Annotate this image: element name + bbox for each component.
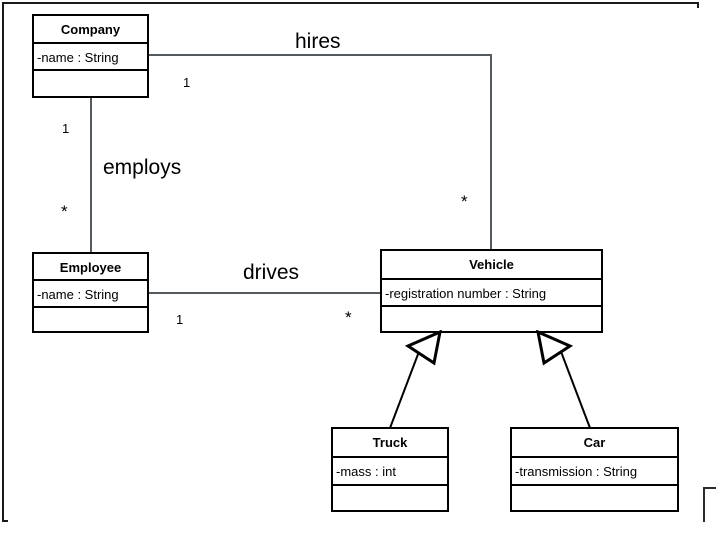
multiplicity-drives-vehicle: * [345, 308, 352, 327]
association-line-employs [90, 96, 92, 252]
multiplicity-hires-company: 1 [183, 75, 191, 90]
generalization-arrow-car-vehicle [536, 330, 574, 366]
class-operations-vehicle [382, 307, 601, 331]
multiplicity-hires-vehicle: * [461, 192, 468, 211]
generalization-arrow-truck-vehicle [404, 330, 442, 366]
association-line-hires-horizontal [148, 54, 492, 56]
class-box-vehicle[interactable]: Vehicle -registration number : String [380, 249, 603, 333]
class-attribute-employee-name: -name : String [34, 281, 147, 308]
class-attribute-vehicle-registration: -registration number : String [382, 280, 601, 307]
class-attribute-truck-mass: -mass : int [333, 458, 447, 486]
class-name-vehicle: Vehicle [382, 251, 601, 280]
association-line-drives [148, 292, 381, 294]
class-operations-employee [34, 308, 147, 331]
class-attribute-company-name: -name : String [34, 44, 147, 71]
resize-corner-marker[interactable] [703, 487, 716, 522]
class-box-company[interactable]: Company -name : String [32, 14, 149, 98]
association-label-employs: employs [103, 156, 182, 179]
class-operations-car [512, 486, 677, 510]
class-box-employee[interactable]: Employee -name : String [32, 252, 149, 333]
class-name-company: Company [34, 16, 147, 44]
class-name-car: Car [512, 429, 677, 458]
multiplicity-drives-employee: 1 [176, 312, 184, 327]
association-label-drives: drives [243, 261, 300, 284]
class-operations-company [34, 71, 147, 96]
association-label-hires: hires [295, 30, 341, 53]
association-line-hires-vertical [490, 54, 492, 250]
class-box-car[interactable]: Car -transmission : String [510, 427, 679, 512]
class-name-employee: Employee [34, 254, 147, 281]
class-name-truck: Truck [333, 429, 447, 458]
class-box-truck[interactable]: Truck -mass : int [331, 427, 449, 512]
class-attribute-car-transmission: -transmission : String [512, 458, 677, 486]
class-operations-truck [333, 486, 447, 510]
multiplicity-employs-employee: * [61, 202, 68, 221]
multiplicity-employs-company: 1 [62, 121, 70, 136]
